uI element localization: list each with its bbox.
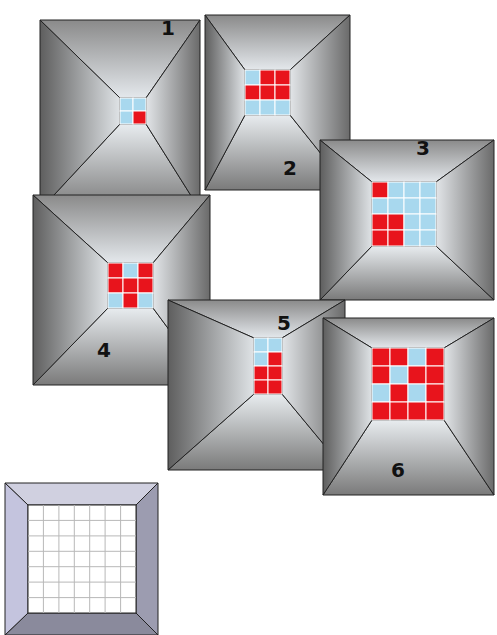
callout-number: 3	[416, 138, 430, 158]
callout-number: 2	[283, 158, 297, 178]
box-6	[323, 318, 494, 495]
callout-number: 4	[97, 340, 111, 360]
box-1	[40, 20, 200, 210]
callout-number: 1	[161, 18, 175, 38]
empty-grid	[5, 483, 158, 635]
callout-number: 5	[277, 313, 291, 333]
box-5	[168, 300, 345, 470]
box-3	[320, 140, 494, 300]
callout-number: 6	[391, 460, 405, 480]
